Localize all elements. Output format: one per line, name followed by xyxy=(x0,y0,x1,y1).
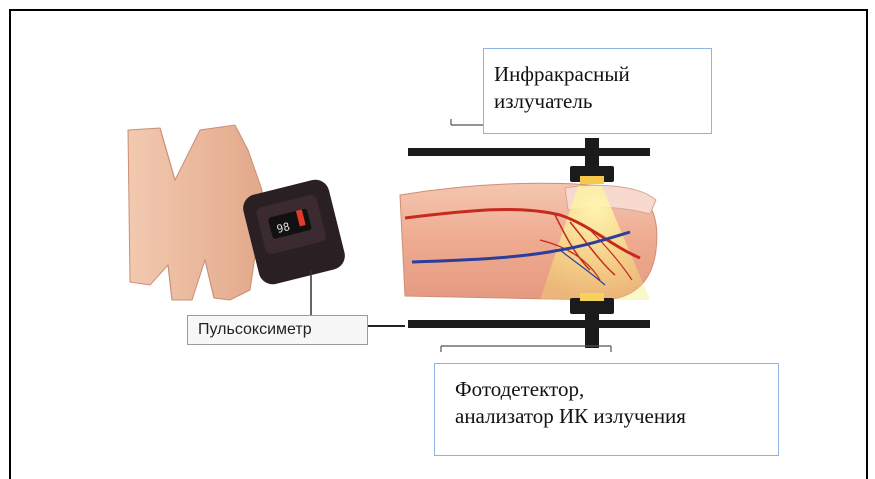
hand-with-oximeter: 98 xyxy=(128,125,348,300)
pulse-oximeter-label: Пульсоксиметр xyxy=(187,315,368,345)
ir-emitter-label-line1: Инфракрасный xyxy=(494,61,711,88)
ir-emitter-label-line2: излучатель xyxy=(494,88,711,115)
bottom-housing-bar xyxy=(408,320,650,328)
photodetector-label-line1: Фотодетектор, xyxy=(455,376,778,403)
hand xyxy=(128,125,262,300)
photodetector-label-line2: анализатор ИК излучения xyxy=(455,403,778,430)
ir-emitter-callout: Инфракрасный излучатель xyxy=(483,48,712,134)
top-housing-bar xyxy=(408,148,650,156)
photodetector-callout: Фотодетектор, анализатор ИК излучения xyxy=(434,363,779,456)
finger-cross-section xyxy=(400,183,657,300)
